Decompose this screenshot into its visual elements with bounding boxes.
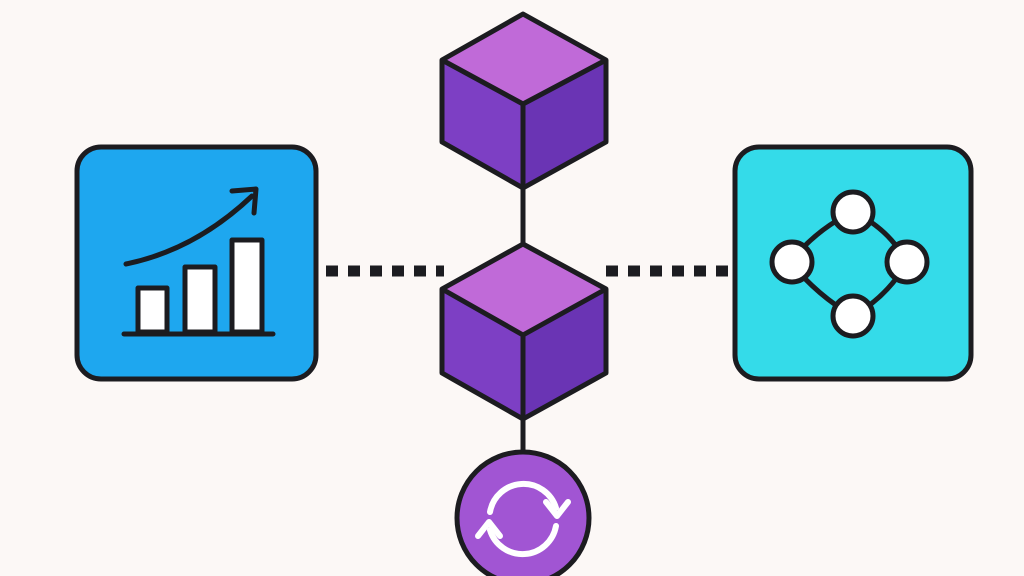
sync-arrow-upper-head [543,499,571,519]
analytics-tile[interactable] [74,144,319,382]
sync-node[interactable] [454,449,592,576]
bar-chart-trend-icon [121,186,276,337]
top-cube-outline [439,11,609,191]
bar-tall [229,237,265,335]
sync-arrows-icon [475,480,571,558]
center-cube-outline [439,241,609,422]
sync-arrow-lower-head [475,519,503,539]
bar-medium [182,264,218,335]
sync-arrow-upper [487,480,559,515]
sync-circle-background [454,449,592,576]
center-block-cube-icon[interactable] [439,241,609,422]
network-node-top [830,189,876,235]
top-cube-right-face [523,60,606,188]
center-cube-left-face [442,289,523,419]
network-nodes-icon [769,189,930,339]
bar-small [135,285,170,335]
trend-arrow-head [229,186,259,216]
center-cube-right-face [523,289,606,419]
network-node-right [884,239,930,285]
network-node-bottom [830,293,876,339]
top-cube-left-face [442,60,523,188]
network-node-left [769,239,815,285]
trend-arrow-line [123,193,255,267]
top-block-cube-icon[interactable] [439,11,609,191]
sync-arrow-lower [487,523,559,558]
network-tile-background [732,144,974,382]
network-tile[interactable] [732,144,974,382]
analytics-tile-background [74,144,319,382]
connectors [326,185,728,456]
